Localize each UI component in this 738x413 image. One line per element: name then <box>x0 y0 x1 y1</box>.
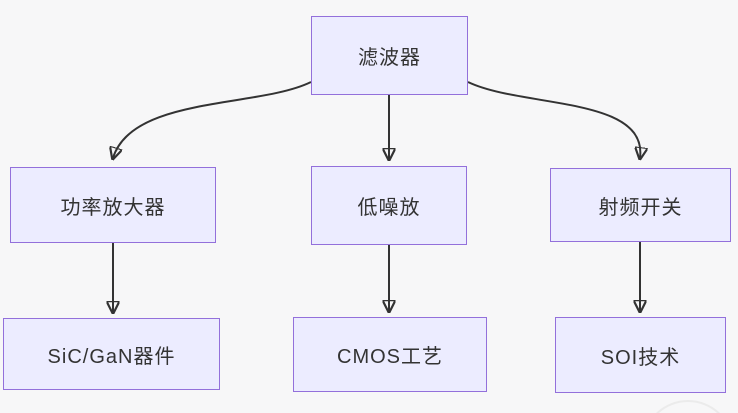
node-cmos-process: CMOS工艺 <box>293 317 487 392</box>
edge-filter-to-rf-switch <box>467 81 640 158</box>
node-filter-label: 滤波器 <box>358 47 421 69</box>
node-cmos-process-label: CMOS工艺 <box>337 346 443 368</box>
node-filter: 滤波器 <box>311 16 468 95</box>
node-low-noise-amplifier-label: 低噪放 <box>357 197 421 219</box>
node-sic-gan-devices: SiC/GaN器件 <box>3 318 220 390</box>
node-soi-technology-label: SOI技术 <box>600 346 681 369</box>
node-power-amplifier-label: 功率放大器 <box>60 196 166 219</box>
node-sic-gan-devices-label: SiC/GaN器件 <box>47 345 176 368</box>
edge-filter-to-pa <box>113 81 312 158</box>
watermark-circle <box>655 400 721 413</box>
node-soi-technology: SOI技术 <box>555 317 726 393</box>
node-low-noise-amplifier: 低噪放 <box>311 166 467 245</box>
node-rf-switch-label: 射频开关 <box>598 196 683 219</box>
node-power-amplifier: 功率放大器 <box>10 167 216 243</box>
node-rf-switch: 射频开关 <box>550 168 731 242</box>
